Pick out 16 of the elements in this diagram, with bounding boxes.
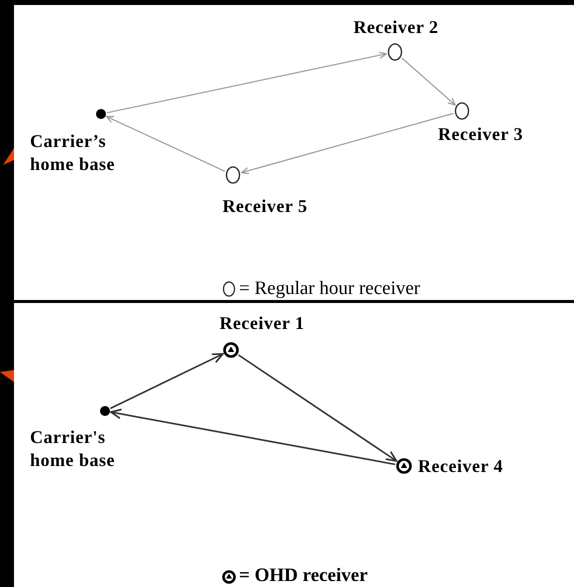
arrow bbox=[106, 116, 226, 172]
arrow bbox=[241, 112, 454, 174]
arrow bbox=[238, 354, 398, 462]
arrow bbox=[110, 353, 224, 410]
node-label: Receiver 5 bbox=[221, 195, 309, 218]
node-label: Carrier's home base bbox=[30, 426, 116, 472]
node-label: Receiver 1 bbox=[218, 312, 306, 335]
legend-text: = OHD receiver bbox=[239, 565, 368, 587]
arrow bbox=[401, 58, 456, 106]
node-label: Receiver 2 bbox=[352, 16, 440, 39]
arrow bbox=[110, 408, 396, 466]
node-label: Receiver 4 bbox=[418, 455, 504, 478]
node-label: Receiver 3 bbox=[438, 123, 524, 146]
arrow bbox=[106, 52, 387, 114]
node-label: Carrier’s home base bbox=[30, 130, 116, 176]
legend-text: = Regular hour receiver bbox=[239, 278, 420, 300]
